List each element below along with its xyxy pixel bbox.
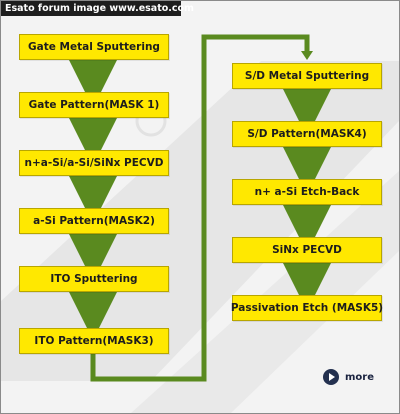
step-pecvd-stack: n+a-Si/a-Si/SiNx PECVD: [19, 150, 169, 176]
step-ito-pattern: ITO Pattern(MASK3): [19, 328, 169, 354]
step-sd-metal-sputtering: S/D Metal Sputtering: [232, 63, 382, 89]
step-ito-sputtering: ITO Sputtering: [19, 266, 169, 292]
header-title: Esato forum image www.esato.com: [1, 1, 194, 16]
step-sd-pattern: S/D Pattern(MASK4): [232, 121, 382, 147]
connector-path: [90, 34, 310, 382]
more-link[interactable]: more: [323, 368, 374, 386]
step-passivation-etch: Passivation Etch (MASK5): [231, 295, 383, 321]
play-arrow-icon[interactable]: [323, 369, 339, 385]
step-gate-metal-sputtering: Gate Metal Sputtering: [19, 34, 169, 60]
step-a-si-pattern: a-Si Pattern(MASK2): [19, 208, 169, 234]
arrow-head: [301, 51, 313, 60]
step-gate-pattern: Gate Pattern(MASK 1): [19, 92, 169, 118]
more-label[interactable]: more: [345, 371, 375, 383]
step-sinx-pecvd: SiNx PECVD: [232, 237, 382, 263]
step-etch-back: n+ a-Si Etch-Back: [232, 179, 382, 205]
